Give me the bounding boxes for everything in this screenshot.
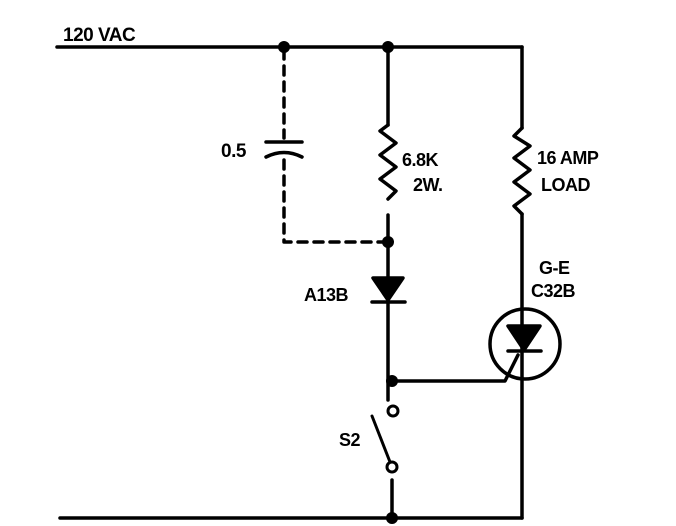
diode-label: A13B — [304, 285, 349, 305]
scr-part-label: C32B — [531, 281, 576, 301]
supply-label: 120 VAC — [63, 25, 136, 46]
junction-dot — [386, 375, 398, 387]
capacitor-dashed-wire — [282, 48, 388, 244]
junction-dot — [278, 41, 290, 53]
switch-lever — [370, 414, 392, 464]
scr-envelope — [488, 307, 562, 381]
junction-dot — [382, 41, 394, 53]
switch-contact-top — [386, 404, 400, 418]
load-current-label: 16 AMP — [537, 148, 599, 168]
resistor-power-label: 2W. — [413, 175, 443, 195]
junction-dot — [386, 512, 398, 524]
capacitor-plate-curved — [264, 150, 304, 159]
load-resistor — [512, 126, 532, 216]
scr-symbol — [506, 324, 542, 352]
switch-contact-bottom — [385, 460, 399, 474]
scr-maker-label: G-E — [539, 258, 570, 278]
resistor-6-8k — [378, 123, 398, 201]
load-name-label: LOAD — [541, 175, 591, 195]
junction-dot — [382, 236, 394, 248]
resistor-value-label: 6.8K — [402, 150, 439, 170]
capacitor-label: 0.5 — [221, 141, 246, 162]
diode-a13b — [371, 276, 405, 302]
switch-label: S2 — [339, 430, 361, 450]
scr-gate-wire — [390, 353, 520, 383]
